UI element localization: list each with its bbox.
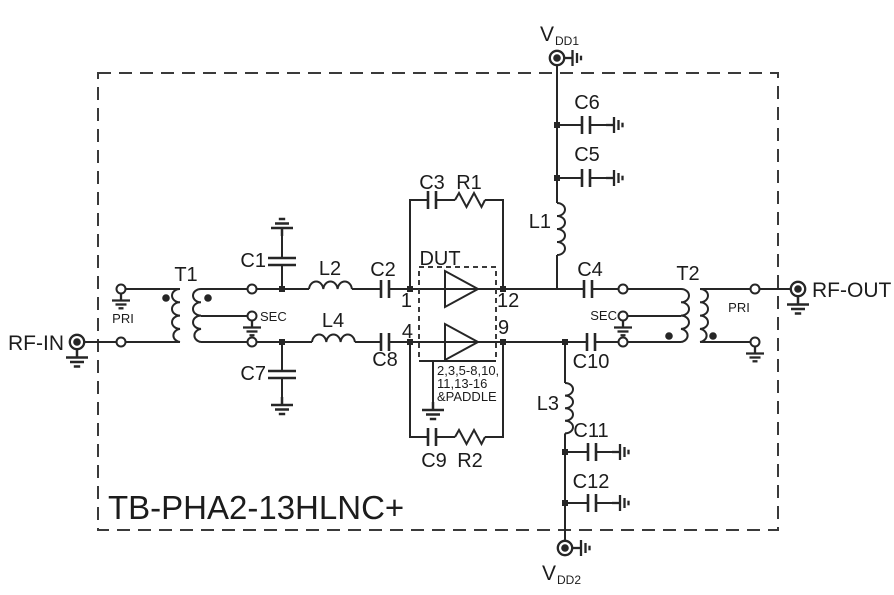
c2-label: C2 [370, 259, 396, 281]
t2-pri-label: PRI [728, 300, 750, 315]
wires [84, 65, 791, 541]
dut-gnd-pins-line3: &PADDLE [437, 389, 497, 404]
c5-label: C5 [574, 144, 600, 166]
rf-out-ground-icon [785, 295, 811, 315]
r2-label: R2 [457, 450, 483, 472]
dut-block [418, 266, 497, 362]
t2-pri-ground-icon [744, 345, 766, 363]
polarity-dots [162, 294, 717, 340]
c1-ground-icon [269, 217, 295, 238]
junction-nodes [279, 122, 568, 506]
rf-out-terminal [789, 280, 807, 298]
c7-ground-icon [269, 395, 295, 416]
l2-label: L2 [319, 258, 341, 280]
c1-label: C1 [240, 250, 266, 272]
t1-sec-label: SEC [260, 309, 287, 324]
board-title: TB-PHA2-13HLNC+ [108, 489, 404, 526]
rf-in-terminal [68, 333, 86, 351]
dut-gnd-pins-line1: 2,3,5-8,10, [437, 363, 499, 378]
vdd2-terminal [556, 539, 574, 557]
test-board-outline [97, 72, 779, 531]
c5-ground-icon [604, 168, 624, 188]
c7-label: C7 [240, 363, 266, 385]
dut-pin-12: 12 [497, 290, 519, 312]
vdd2-ground-icon [571, 538, 591, 558]
dut-paddle-ground-icon [420, 400, 446, 421]
winding-terminals [115, 283, 761, 348]
dut-pin-1: 1 [401, 290, 412, 312]
terminals [68, 49, 807, 557]
l4-label: L4 [322, 310, 344, 332]
vdd1-ground-icon [563, 48, 583, 68]
t2-label: T2 [676, 263, 699, 285]
t1-sec-tap-ground-icon [241, 319, 263, 337]
c12-ground-icon [610, 493, 630, 513]
vdd1-label: V [540, 23, 554, 46]
c8-label: C8 [372, 349, 398, 371]
dut-label: DUT [419, 248, 460, 270]
t1-label: T1 [174, 264, 197, 286]
c11-label: C11 [573, 420, 608, 442]
vdd2-subscript: DD2 [557, 573, 581, 587]
l3-label: L3 [537, 393, 559, 415]
t2-sec-label: SEC [590, 308, 617, 323]
t1-pri-ground-icon [110, 292, 132, 310]
c10-label: C10 [573, 351, 610, 373]
r1-label: R1 [456, 172, 482, 194]
t1-pri-label: PRI [112, 311, 134, 326]
rf-in-ground-icon [64, 348, 90, 368]
c6-label: C6 [574, 92, 600, 114]
vdd2-label: V [542, 562, 556, 585]
amplifier-top-icon [444, 269, 481, 309]
c12-label: C12 [573, 471, 610, 493]
dut-pin-4: 4 [402, 321, 413, 343]
c11-ground-icon [610, 442, 630, 462]
dut-outline [418, 266, 497, 362]
c4-label: C4 [577, 259, 603, 281]
dut-pin-9: 9 [498, 317, 509, 339]
dut-gnd-pins-line2: 11,13-16 [437, 376, 487, 391]
vdd1-terminal [548, 49, 566, 67]
rf-out-label: RF-OUT [812, 279, 891, 302]
c6-ground-icon [604, 115, 624, 135]
vdd1-subscript: DD1 [555, 34, 579, 48]
l1-label: L1 [529, 211, 551, 233]
rf-in-label: RF-IN [8, 332, 64, 355]
c9-label: C9 [421, 450, 447, 472]
amplifier-bottom-icon [444, 322, 481, 362]
c3-label: C3 [419, 172, 445, 194]
